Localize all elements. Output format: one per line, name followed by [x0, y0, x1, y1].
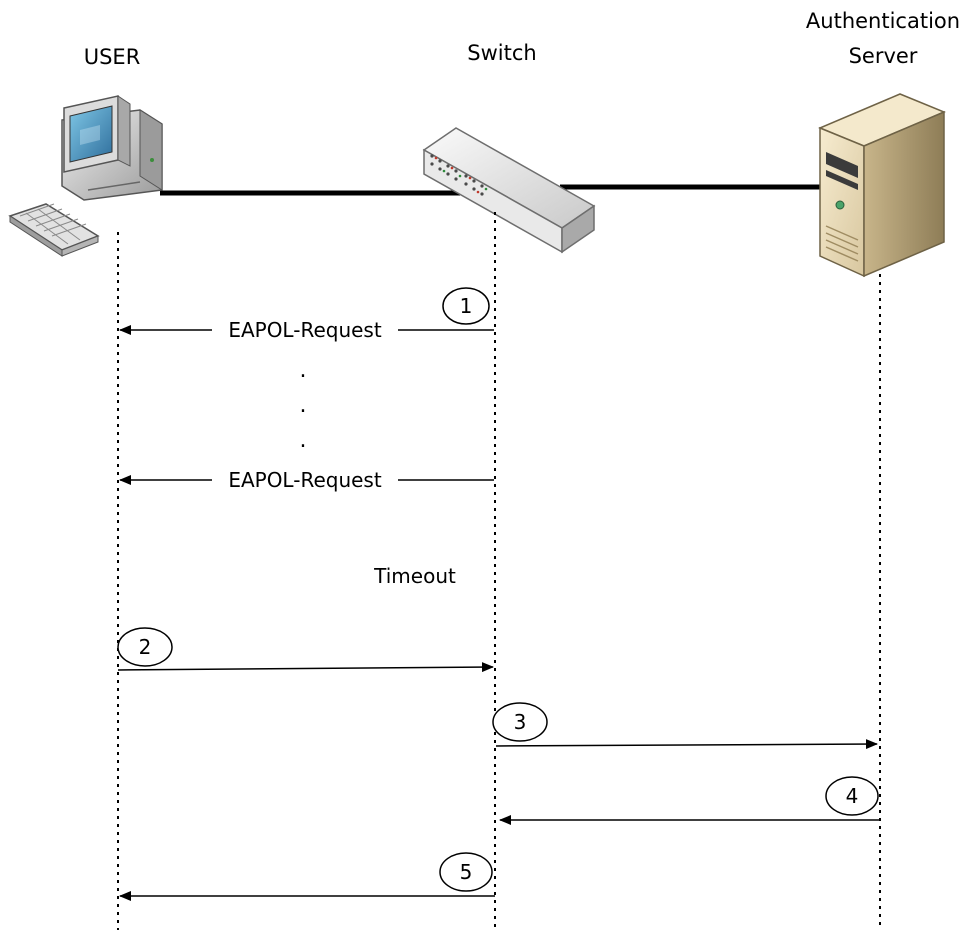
switch-icon [422, 127, 596, 254]
message-label: EAPOL-Request [228, 468, 382, 492]
ellipsis-dot: . [300, 393, 307, 418]
server-label-line2: Server [849, 44, 918, 68]
timeout-label: Timeout [373, 564, 456, 588]
svg-text:4: 4 [846, 784, 859, 808]
step-marker-1: 1 [442, 287, 490, 325]
svg-text:5: 5 [460, 860, 473, 884]
svg-text:1: 1 [460, 294, 473, 318]
step-marker-2: 2 [117, 627, 173, 667]
message-eapol-request-2: EAPOL-Request [119, 468, 494, 492]
message-eapol-request-1: EAPOL-Request [119, 318, 494, 342]
ellipsis-dot: . [300, 428, 307, 453]
svg-text:3: 3 [514, 710, 527, 734]
message-step-3 [495, 739, 878, 750]
user-label: USER [84, 45, 141, 69]
switch-label: Switch [467, 41, 536, 65]
message-step-2 [117, 662, 494, 673]
computer-icon [8, 95, 163, 257]
server-label-line1: Authentication [806, 9, 960, 33]
step-marker-3: 3 [492, 702, 548, 742]
svg-text:2: 2 [139, 635, 152, 659]
ellipsis-dot: . [300, 358, 307, 383]
server-icon [818, 93, 946, 278]
step-marker-4: 4 [825, 776, 879, 816]
step-marker-5: 5 [439, 852, 493, 892]
message-label: EAPOL-Request [228, 318, 382, 342]
